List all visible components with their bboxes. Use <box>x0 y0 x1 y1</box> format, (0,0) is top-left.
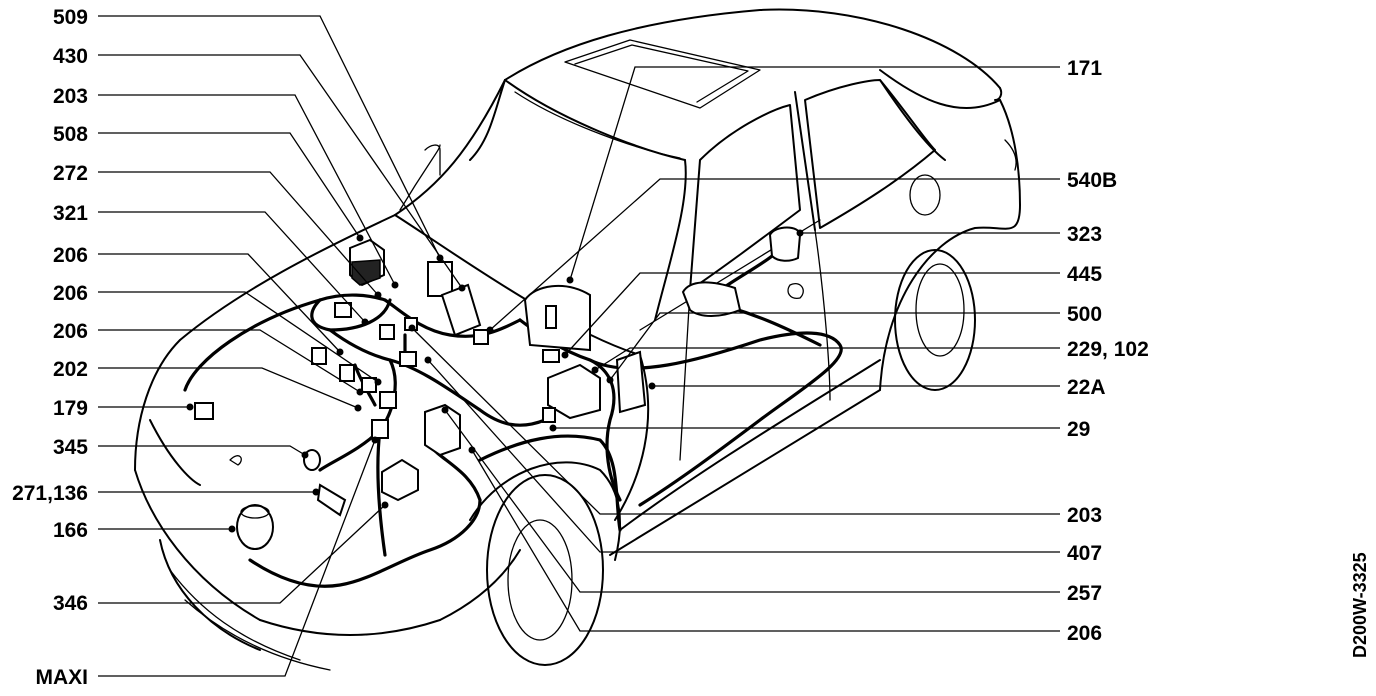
callout-508: 508 <box>53 123 88 146</box>
battery-171 <box>523 284 591 352</box>
callout-407: 407 <box>1067 542 1102 565</box>
callout-257: 257 <box>1067 582 1102 605</box>
module-22a <box>615 350 647 414</box>
callout-206-b: 206 <box>53 282 88 305</box>
right-leader-lines <box>408 66 1060 632</box>
left-callouts: 509 430 203 508 272 321 206 206 206 202 … <box>12 6 88 689</box>
figure-code: D200W-3325 <box>1350 552 1370 658</box>
callout-203-right: 203 <box>1067 504 1102 527</box>
callout-229-102: 229, 102 <box>1067 338 1149 361</box>
fusebox-229 <box>547 363 601 420</box>
callout-430: 430 <box>53 45 88 68</box>
callout-271-136: 271,136 <box>12 482 88 505</box>
right-callouts: 171 540B 323 445 500 229, 102 22A 29 203… <box>1067 57 1149 645</box>
horn-166 <box>236 504 274 550</box>
components <box>194 226 802 550</box>
callout-166: 166 <box>53 519 88 542</box>
sensor-271 <box>316 483 347 517</box>
callout-206-a: 206 <box>53 244 88 267</box>
callout-29: 29 <box>1067 418 1090 441</box>
callout-179: 179 <box>53 397 88 420</box>
car-body <box>134 8 1021 671</box>
callout-445: 445 <box>1067 263 1102 286</box>
wiring-harness <box>183 243 843 588</box>
callout-540b: 540B <box>1067 169 1117 192</box>
callout-321: 321 <box>53 202 88 225</box>
callout-346: 346 <box>53 592 88 615</box>
callout-203-left: 203 <box>53 85 88 108</box>
module-maxi <box>381 458 419 502</box>
module-323 <box>681 281 742 317</box>
callout-maxi: MAXI <box>36 666 89 689</box>
callout-206-c: 206 <box>53 320 88 343</box>
module-257 <box>424 403 461 457</box>
callout-500: 500 <box>1067 303 1102 326</box>
module-540b <box>768 226 802 262</box>
left-leader-lines <box>98 15 466 677</box>
sensor-179 <box>194 402 214 420</box>
callout-509: 509 <box>53 6 88 29</box>
callout-22a: 22A <box>1067 376 1106 399</box>
callout-202: 202 <box>53 358 88 381</box>
ecu-508 <box>440 283 482 337</box>
callout-345: 345 <box>53 436 88 459</box>
callout-272: 272 <box>53 162 88 185</box>
module-430 <box>427 261 453 297</box>
callout-171: 171 <box>1067 57 1102 80</box>
callout-323: 323 <box>1067 223 1102 246</box>
callout-206-right: 206 <box>1067 622 1102 645</box>
